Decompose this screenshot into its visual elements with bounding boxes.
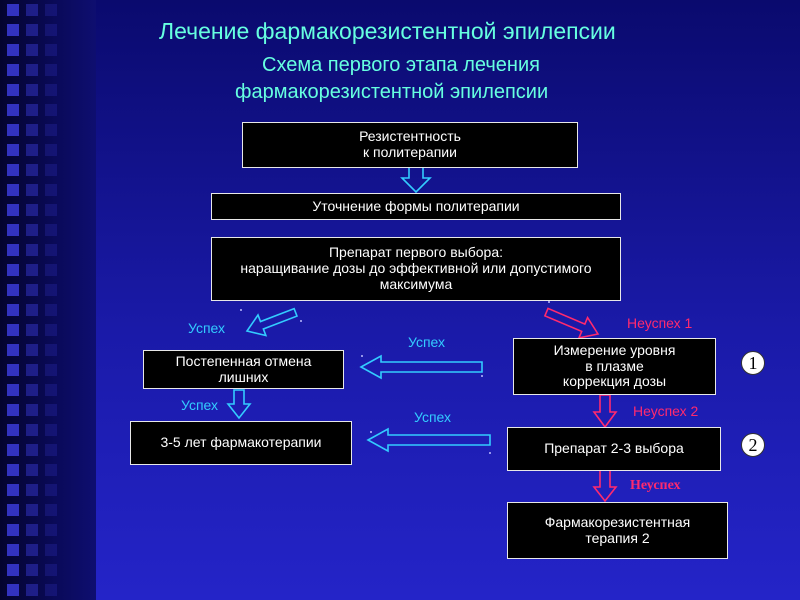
arrow-left-2 <box>366 427 491 453</box>
decor-squares <box>45 4 57 600</box>
label-failure-2: Неуспех 2 <box>633 403 699 419</box>
step-badge-2: 2 <box>741 433 765 457</box>
label-success: Успех <box>181 397 219 413</box>
arrow-down-2 <box>226 389 252 420</box>
arrow-diagonal-success <box>245 307 299 337</box>
box-measure-plasma-level: Измерение уровня в плазме коррекция дозы <box>513 338 716 395</box>
left-decor-strip <box>0 0 96 600</box>
arrow-down-3 <box>592 394 618 429</box>
box-drug-2-3-choice: Препарат 2-3 выбора <box>507 427 721 471</box>
box-years-pharmacotherapy: 3-5 лет фармакотерапии <box>130 421 352 465</box>
label-success: Успех <box>414 409 452 425</box>
box-gradual-withdrawal: Постепенная отмена лишних <box>143 350 344 389</box>
subtitle-line-1: Схема первого этапа лечения <box>262 54 540 76</box>
label-failure-1: Неуспех 1 <box>627 315 693 331</box>
arrow-left-1 <box>359 354 483 380</box>
box-first-choice-drug: Препарат первого выбора: наращивание доз… <box>211 237 621 301</box>
label-success: Успех <box>188 320 226 336</box>
label-success: Успех <box>408 334 446 350</box>
step-badge-1: 1 <box>741 351 765 375</box>
decor-squares <box>7 4 19 600</box>
subtitle-line-2: фармакорезистентной эпилепсии <box>235 81 549 103</box>
main-title: Лечение фармакорезистентной эпилепсии <box>159 18 616 44</box>
decor-squares <box>26 4 38 600</box>
box-resistance: Резистентность к политерапии <box>242 122 578 168</box>
label-failure: Неуспех <box>630 478 681 493</box>
decor-dots <box>240 301 550 454</box>
arrow-diagonal-failure <box>543 307 600 339</box>
box-resistant-therapy-2: Фармакорезистентная терапия 2 <box>507 502 728 559</box>
arrow-down-4 <box>592 469 618 503</box>
arrow-down-1 <box>400 166 432 194</box>
box-clarify-polytherapy: Уточнение формы политерапии <box>211 193 621 220</box>
